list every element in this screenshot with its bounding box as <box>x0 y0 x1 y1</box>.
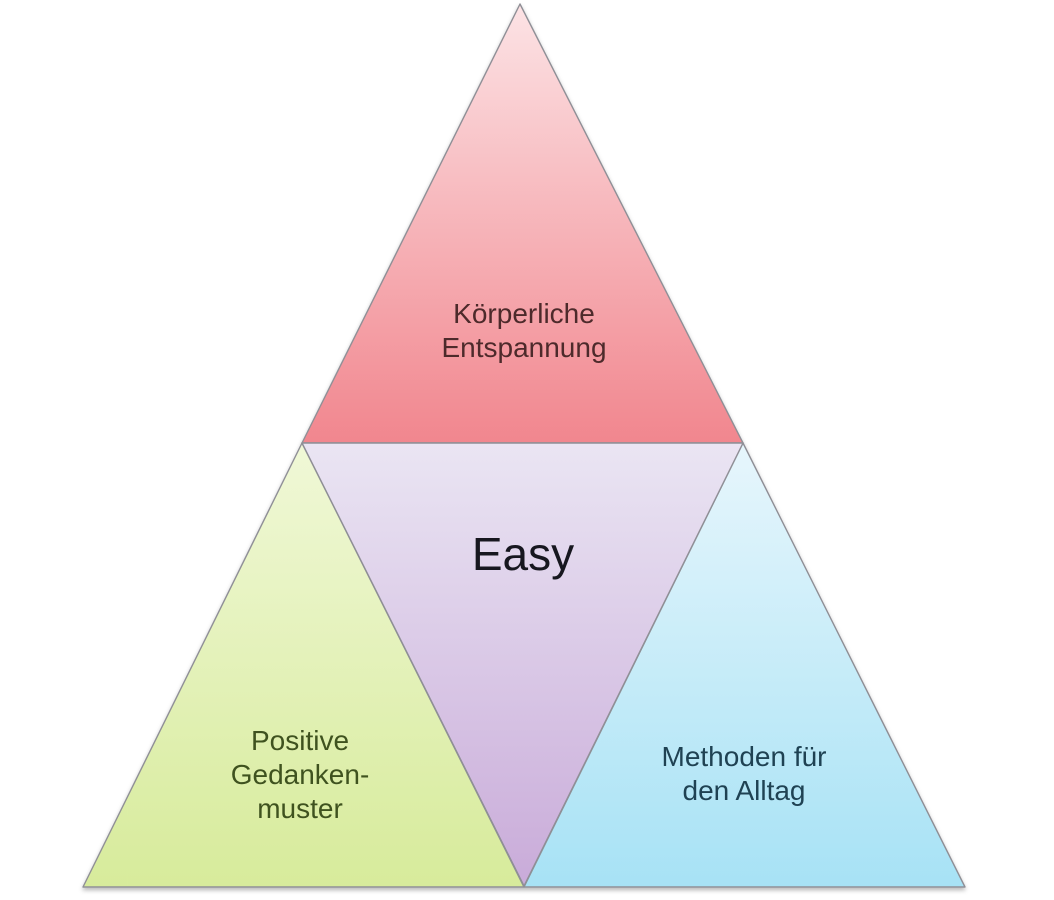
top-section-label: Körperliche Entspannung <box>441 298 607 364</box>
bottom-left-section-label: Positive Gedanken- muster <box>230 725 370 825</box>
top-triangle-koerperliche-entspannung <box>301 3 744 444</box>
bottom-right-section-label: Methoden für den Alltag <box>661 741 827 807</box>
center-section-label: Easy <box>471 528 575 580</box>
center-inverted-triangle-easy <box>301 442 744 887</box>
